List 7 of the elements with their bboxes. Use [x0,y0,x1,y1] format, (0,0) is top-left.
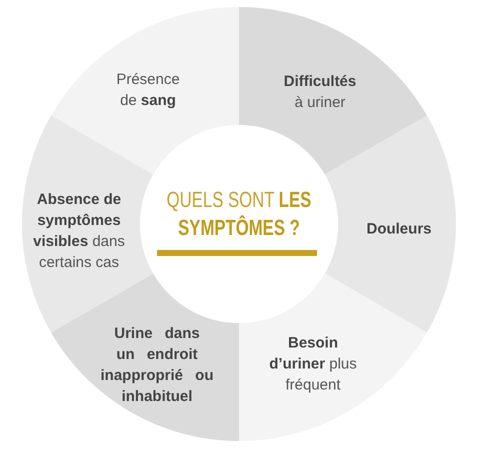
segment-label: Absence de symptômes visibles dans certains cas [32,190,126,273]
segment-label: Besoin d’uriner plus fréquent [268,334,358,396]
segment-label: Difficultés à uriner [282,72,358,113]
segment-label: Douleurs [365,220,432,240]
segment-label: Présence de sang [115,70,181,111]
segment-label: Urine dans un endroit inapproprié ou inhabituel [100,324,214,407]
center-question: QUELS SONT LES SYMPTÔMES ? [166,186,312,242]
